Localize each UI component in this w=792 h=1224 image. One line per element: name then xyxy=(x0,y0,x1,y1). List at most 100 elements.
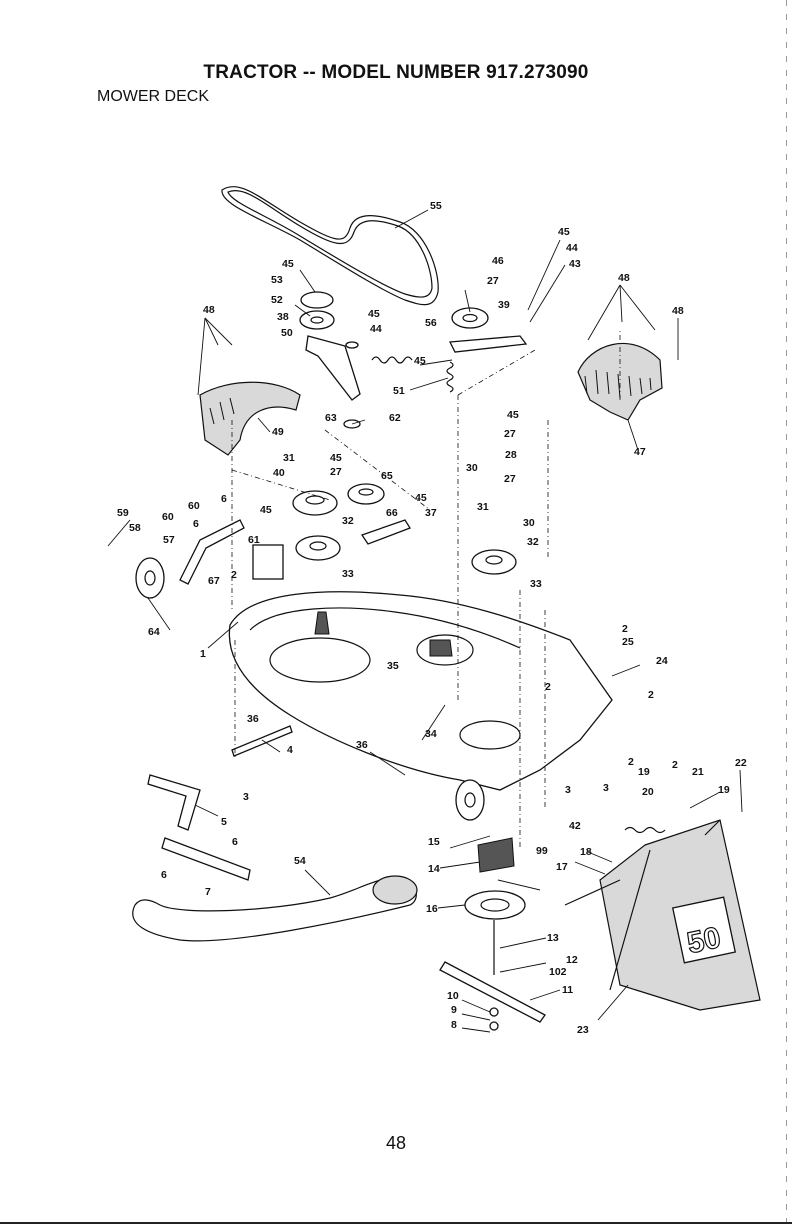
wheel-bracket-57 xyxy=(179,519,245,585)
scan-edge xyxy=(786,0,787,1224)
callout-56: 56 xyxy=(425,317,437,329)
callout-60: 60 xyxy=(162,511,174,523)
callout-36: 36 xyxy=(356,739,368,751)
bottom-rule xyxy=(0,1222,792,1224)
hanger-bracket-5 xyxy=(147,774,201,831)
callout-6: 6 xyxy=(193,518,199,530)
callout-30: 30 xyxy=(466,462,478,474)
callout-5: 5 xyxy=(221,816,227,828)
callout-17: 17 xyxy=(556,861,568,873)
callout-54: 54 xyxy=(294,855,306,867)
callout-3: 3 xyxy=(603,782,609,794)
callout-4: 4 xyxy=(287,744,293,756)
callout-66: 66 xyxy=(386,507,398,519)
callout-19: 19 xyxy=(718,784,730,796)
callout-45: 45 xyxy=(260,504,272,516)
callout-39: 39 xyxy=(498,299,510,311)
callout-34: 34 xyxy=(425,728,437,740)
callout-46: 46 xyxy=(492,255,504,267)
callout-27: 27 xyxy=(487,275,499,287)
callout-20: 20 xyxy=(642,786,654,798)
callout-28: 28 xyxy=(505,449,517,461)
callout-53: 53 xyxy=(271,274,283,286)
spindle-base-16 xyxy=(464,890,526,920)
chute-rod-17 xyxy=(564,879,621,906)
callout-2: 2 xyxy=(545,681,551,693)
callout-65: 65 xyxy=(381,470,393,482)
callout-48: 48 xyxy=(618,272,630,284)
bracket-37 xyxy=(360,519,411,545)
callout-11: 11 xyxy=(562,984,574,996)
callout-61: 61 xyxy=(248,534,260,546)
callout-63: 63 xyxy=(325,412,337,424)
pulley-53 xyxy=(300,291,334,309)
section-title: MOWER DECK xyxy=(97,88,209,105)
callout-45: 45 xyxy=(330,452,342,464)
pulley-40 xyxy=(292,490,338,516)
belt-shield-49 xyxy=(199,381,301,456)
callout-57: 57 xyxy=(163,534,175,546)
callout-2: 2 xyxy=(672,759,678,771)
callout-2: 2 xyxy=(648,689,654,701)
callout-2: 2 xyxy=(622,623,628,635)
pulley-32a xyxy=(295,535,341,561)
callout-27: 27 xyxy=(504,428,516,440)
callout-42: 42 xyxy=(569,820,581,832)
callout-45: 45 xyxy=(507,409,519,421)
callout-102: 102 xyxy=(549,966,567,978)
callout-44: 44 xyxy=(370,323,382,335)
callout-16: 16 xyxy=(426,903,438,915)
gauge-wheel-58 xyxy=(135,557,165,599)
callout-3: 3 xyxy=(565,784,571,796)
callout-44: 44 xyxy=(566,242,578,254)
callout-52: 52 xyxy=(271,294,283,306)
callout-1: 1 xyxy=(200,648,206,660)
idler-arm xyxy=(448,335,528,353)
callout-35: 35 xyxy=(387,660,399,672)
callout-51: 51 xyxy=(393,385,405,397)
callout-59: 59 xyxy=(117,507,129,519)
chute-badge xyxy=(671,896,737,964)
callout-3: 3 xyxy=(243,791,249,803)
front-link-4 xyxy=(231,725,293,757)
callout-10: 10 xyxy=(447,990,459,1002)
callout-12: 12 xyxy=(566,954,578,966)
callout-32: 32 xyxy=(527,536,539,548)
callout-14: 14 xyxy=(428,863,440,875)
pulley-65 xyxy=(347,483,385,505)
spindle-housing-14 xyxy=(477,837,515,873)
callout-21: 21 xyxy=(692,766,704,778)
callout-31: 31 xyxy=(283,452,295,464)
callout-36: 36 xyxy=(247,713,259,725)
callout-19: 19 xyxy=(638,766,650,778)
callout-45: 45 xyxy=(368,308,380,320)
page-number: 48 xyxy=(385,1133,407,1153)
callout-7: 7 xyxy=(205,886,211,898)
callout-48: 48 xyxy=(672,305,684,317)
callout-25: 25 xyxy=(622,636,634,648)
callout-13: 13 xyxy=(547,932,559,944)
callout-45: 45 xyxy=(414,355,426,367)
gauge-wheel-front xyxy=(455,779,485,821)
callout-43: 43 xyxy=(569,258,581,270)
callout-55: 55 xyxy=(430,200,442,212)
callout-32: 32 xyxy=(342,515,354,527)
spring-51 xyxy=(446,361,454,393)
callout-49: 49 xyxy=(272,426,284,438)
callout-2: 2 xyxy=(231,569,237,581)
callout-64: 64 xyxy=(148,626,160,638)
callout-58: 58 xyxy=(129,522,141,534)
callout-60: 60 xyxy=(188,500,200,512)
callout-38: 38 xyxy=(277,311,289,323)
idler-pulley-54 xyxy=(372,875,418,905)
callout-27: 27 xyxy=(504,473,516,485)
callout-22: 22 xyxy=(735,757,747,769)
callout-45: 45 xyxy=(282,258,294,270)
chute-badge-text: 50 xyxy=(684,921,724,960)
callout-8: 8 xyxy=(451,1019,457,1031)
callout-6: 6 xyxy=(161,869,167,881)
belt-55 xyxy=(221,186,439,306)
callout-31: 31 xyxy=(477,501,489,513)
callout-6: 6 xyxy=(221,493,227,505)
front-link-7 xyxy=(161,837,251,881)
